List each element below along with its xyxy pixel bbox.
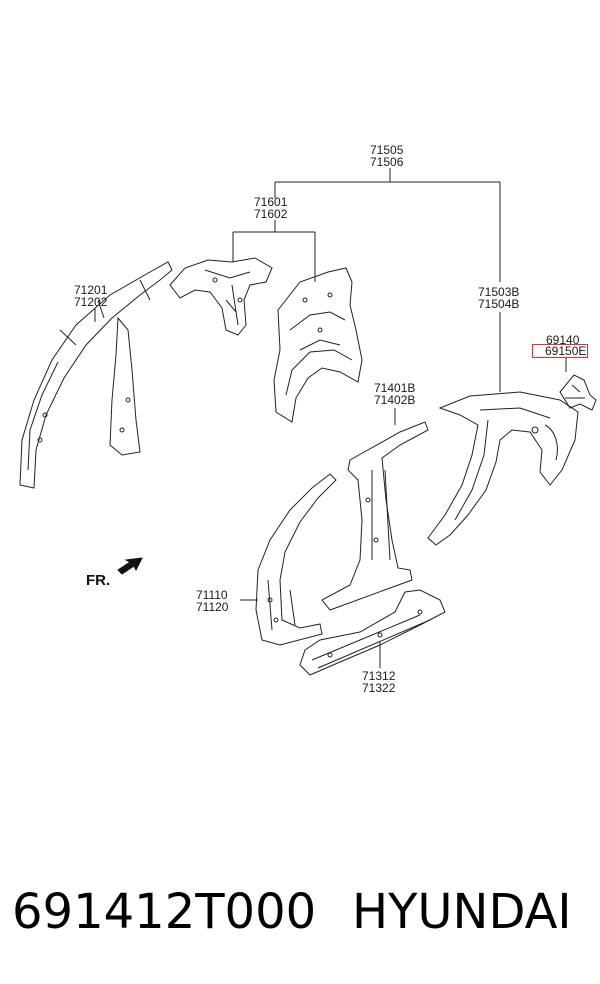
label-71202: 71202	[74, 295, 108, 309]
label-69140: 69140	[546, 333, 580, 347]
label-69150e-highlighted: 69150E	[532, 344, 589, 358]
part-71201-pillar-inner	[19, 261, 173, 489]
parts-diagram: 71505 71506 71601 71602 71201 71202 7150…	[19, 143, 597, 695]
footer: 691412T000 HYUNDAI	[0, 880, 600, 950]
label-71312: 71312	[362, 669, 396, 683]
label-71110: 71110	[196, 588, 228, 602]
part-71401b-center-pillar	[321, 421, 429, 611]
brand-name: HYUNDAI	[352, 884, 572, 940]
part-71505-wheelhouse	[273, 267, 363, 423]
label-71322: 71322	[362, 681, 396, 695]
label-71503b: 71503B	[478, 285, 520, 299]
front-arrow-icon	[117, 557, 143, 575]
part-71312-side-sill	[299, 589, 446, 676]
label-71602: 71602	[254, 207, 288, 221]
label-71504b: 71504B	[478, 297, 520, 311]
label-71505: 71505	[370, 143, 404, 157]
label-71601: 71601	[254, 195, 288, 209]
part-71503b-quarter-outer	[427, 391, 579, 546]
parts-drawing	[19, 168, 597, 676]
label-71120: 71120	[196, 600, 229, 614]
front-direction-label: FR.	[86, 572, 111, 589]
part-71110-front-pillar	[255, 473, 337, 646]
label-71401b: 71401B	[374, 381, 416, 395]
part-69140-bracket	[559, 374, 597, 411]
leader-lines	[94, 168, 567, 668]
part-number: 691412T000	[12, 884, 317, 940]
part-71601-bracket	[169, 257, 273, 336]
label-71201: 71201	[74, 283, 108, 297]
label-71402b: 71402B	[374, 393, 416, 407]
label-71506: 71506	[370, 155, 404, 169]
